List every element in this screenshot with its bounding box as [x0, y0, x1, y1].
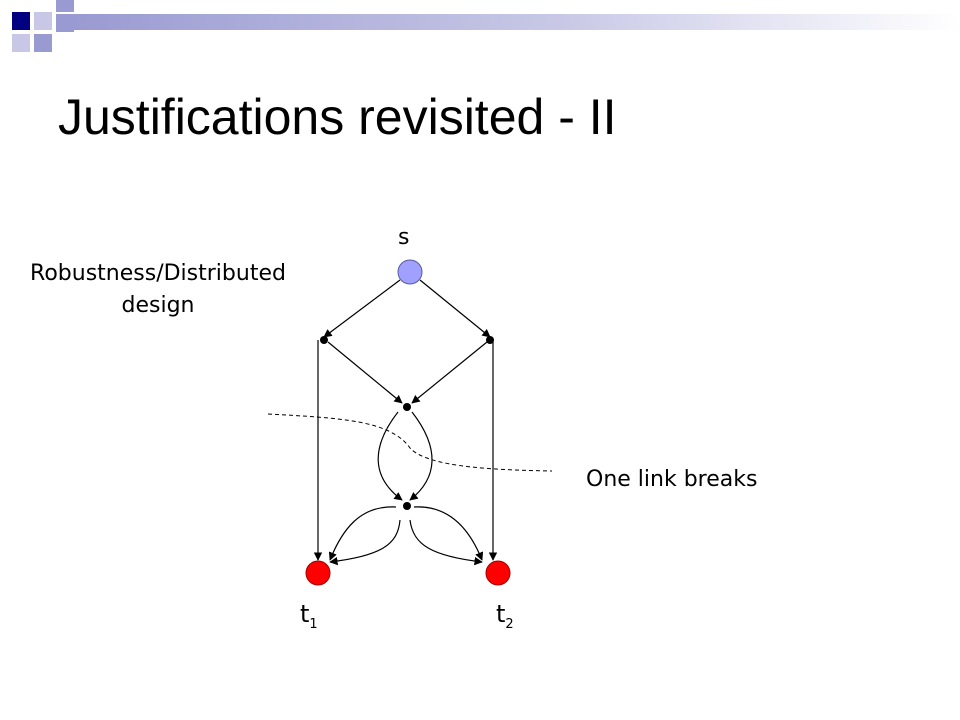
relay-node-middle [403, 403, 411, 411]
slide-title: Justifications revisited - II [58, 89, 617, 145]
relay-node-left [320, 336, 328, 344]
edge-middle-to-lower-a [377, 411, 403, 501]
edge-middle-to-lower-b [409, 411, 433, 501]
edge-right-to-middle [411, 341, 488, 404]
deco-square-light-2 [12, 34, 30, 52]
edge-lower-to-t2 [413, 506, 484, 561]
relay-node-right [486, 336, 494, 344]
corner-decoration [12, 0, 960, 52]
deco-square-light [56, 0, 74, 12]
robustness-annotation-line1: Robustness/Distributed [30, 261, 286, 286]
link-break-annotation: One link breaks [586, 467, 758, 492]
cut-line [267, 413, 553, 472]
sink2-label-sub: 2 [505, 616, 514, 632]
sink1-label-sub: 1 [309, 616, 318, 632]
edge-lower-to-t1-b [329, 519, 401, 566]
edge-s-to-right [419, 279, 491, 338]
robustness-annotation-line2: design [121, 293, 195, 318]
header-gradient-band [72, 14, 960, 30]
sink1-label: t1 [300, 600, 318, 632]
sink-node-t2 [485, 560, 511, 586]
sink1-label-main: t [300, 600, 310, 628]
sink2-label-main: t [496, 600, 506, 628]
deco-square-mid [34, 12, 52, 30]
robustness-annotation: Robustness/Distributed design [18, 258, 298, 322]
edge-s-to-left [323, 279, 401, 338]
deco-square-mid-2 [56, 14, 74, 32]
source-node-s [397, 259, 423, 285]
deco-square-dark [12, 12, 30, 30]
edge-lower-to-t2-b [409, 519, 483, 566]
edge-left-to-middle [327, 341, 403, 404]
source-label: s [398, 225, 410, 250]
sink-node-t1 [305, 560, 331, 586]
edge-lower-to-t1 [328, 506, 397, 561]
deco-square-mid-3 [34, 34, 52, 52]
sink2-label: t2 [496, 600, 514, 632]
relay-node-lower [403, 502, 411, 510]
